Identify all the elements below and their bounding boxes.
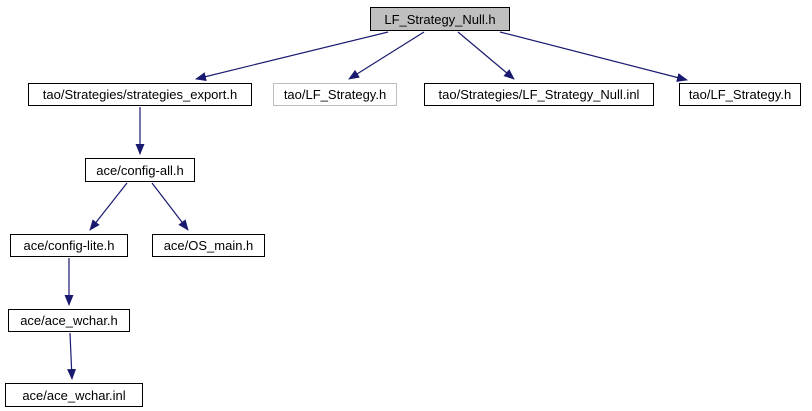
node-ace-wchar-h[interactable]: ace/ace_wchar.h (8, 309, 130, 332)
node-lf-strategy-h-left: tao/LF_Strategy.h (273, 83, 397, 106)
node-config-all-h[interactable]: ace/config-all.h (85, 158, 195, 182)
edge-lf-strategy-null-h-to-lf-strategy-h-left (348, 31, 425, 80)
node-strategies-export-h[interactable]: tao/Strategies/strategies_export.h (28, 83, 252, 106)
node-lf-strategy-h-right[interactable]: tao/LF_Strategy.h (679, 83, 801, 106)
node-lf-strategy-null-h: LF_Strategy_Null.h (370, 7, 510, 31)
node-os-main-h[interactable]: ace/OS_main.h (152, 234, 265, 257)
edge-config-all-h-to-config-lite-h (89, 182, 128, 231)
edge-lf-strategy-null-h-to-lf-strategy-null-inl (457, 31, 515, 80)
edge-lf-strategy-null-h-to-lf-strategy-h-right (499, 31, 688, 82)
edge-ace-wchar-h-to-ace-wchar-inl (67, 332, 77, 380)
node-ace-wchar-inl[interactable]: ace/ace_wchar.inl (5, 383, 143, 407)
edge-config-all-h-to-os-main-h (151, 182, 189, 231)
node-lf-strategy-null-inl[interactable]: tao/Strategies/LF_Strategy_Null.inl (424, 83, 654, 106)
edge-lf-strategy-null-h-to-strategies-export-h (195, 31, 389, 81)
node-config-lite-h[interactable]: ace/config-lite.h (10, 234, 128, 257)
